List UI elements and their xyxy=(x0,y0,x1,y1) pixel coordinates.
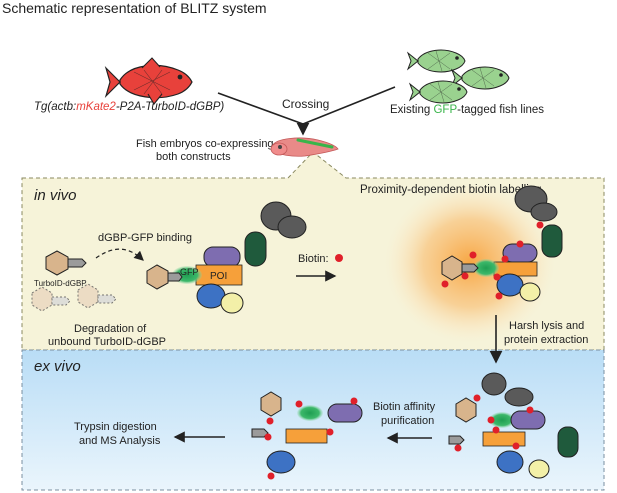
in-vivo-heading: in vivo xyxy=(34,187,77,204)
ms-label-line2: and MS Analysis xyxy=(79,435,161,447)
turboid-label: TurboID-dGBP xyxy=(34,279,87,288)
green-fish-icon-3 xyxy=(408,80,468,104)
degraded-turboid-construct xyxy=(31,283,117,312)
crossing-label: Crossing xyxy=(282,97,329,111)
degradation-label-line2: unbound TurboID-dGBP xyxy=(48,336,166,348)
affinity-label-line1: Biotin affinity xyxy=(373,401,436,413)
bound-complex: POI GFP xyxy=(146,201,307,314)
lysis-label-line2: protein extraction xyxy=(504,334,588,346)
embryo-icon xyxy=(270,137,339,157)
crossing-line-right xyxy=(302,86,396,125)
diagram-title: Schematic representation of BLITZ system xyxy=(2,0,267,16)
green-fish-icon-1 xyxy=(406,49,466,73)
degradation-label-line1: Degradation of xyxy=(74,323,147,335)
binding-arrow xyxy=(95,248,144,261)
ex-vivo-heading: ex vivo xyxy=(34,358,81,375)
poi-label: POI xyxy=(210,271,227,282)
biotin-icon xyxy=(335,254,343,262)
embryo-label-line2: both constructs xyxy=(156,151,231,163)
proximity-label: Proximity-dependent biotin labelling xyxy=(360,184,542,196)
ms-label-line1: Trypsin digestion xyxy=(74,421,157,433)
red-fish-icon xyxy=(104,57,193,105)
gfp-label: GFP xyxy=(180,267,199,277)
green-fish-label: Existing GFP-tagged fish lines xyxy=(390,104,544,116)
biotin-label: Biotin: xyxy=(298,253,329,265)
affinity-label-line2: purification xyxy=(381,415,434,427)
red-fish-label: Tg(actb:mKate2-P2A-TurboID-dGBP) xyxy=(34,101,224,113)
lysis-label-line1: Harsh lysis and xyxy=(509,320,584,332)
binding-label: dGBP-GFP binding xyxy=(98,232,192,244)
labelled-complex xyxy=(441,185,563,302)
crossing-line-left xyxy=(217,92,304,125)
turboid-dgbp-construct xyxy=(45,250,87,276)
purified-proteins xyxy=(251,391,363,480)
embryo-label-line1: Fish embryos co-expressing xyxy=(136,138,274,150)
proximity-glow xyxy=(385,183,555,343)
lysate-proteins xyxy=(448,372,579,479)
